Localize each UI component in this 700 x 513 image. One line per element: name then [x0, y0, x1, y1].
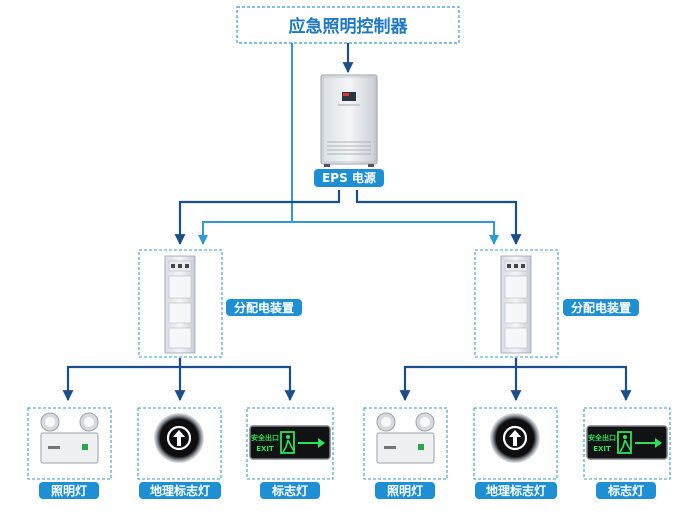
- up-arrow-sign-icon: [490, 413, 540, 463]
- device-exit-sign-right: 安全出口 EXIT: [583, 407, 671, 480]
- distribution-label-left-text: 分配电装置: [234, 300, 294, 315]
- device-label-right-3: 标志灯: [607, 483, 644, 498]
- signal-line-right: [292, 221, 499, 245]
- signal-line-left: [198, 43, 293, 245]
- exit-sign-en-text: EXIT: [256, 445, 274, 453]
- emergency-lamp-icon: [376, 412, 435, 464]
- device-label-right-1: 照明灯: [387, 483, 423, 498]
- eps-label-text: EPS 电源: [322, 170, 376, 185]
- up-arrow-sign-icon: [154, 413, 204, 463]
- device-labels: 照明灯 地理标志灯 标志灯 照明灯 地理标志灯 标志灯: [39, 482, 656, 499]
- device-label-left-3: 标志灯: [271, 483, 308, 498]
- exit-sign-icon: 安全出口 EXIT: [249, 425, 331, 460]
- connection-lines: [62, 43, 632, 402]
- exit-sign-icon: 安全出口 EXIT: [586, 425, 668, 460]
- controller-title: 应急照明控制器: [289, 16, 409, 37]
- distribution-label-right-text: 分配电装置: [571, 300, 631, 315]
- device-geo-sign-left: [137, 407, 222, 480]
- dist-right-to-device-3: [516, 365, 632, 402]
- device-label-left-1: 照明灯: [51, 483, 87, 498]
- dist-left-to-device-1: [62, 358, 182, 402]
- emergency-lamp-icon: [40, 412, 99, 464]
- eps-to-dist-right-line: [355, 190, 522, 246]
- exit-sign-cn-text: 安全出口: [588, 433, 616, 442]
- device-exit-sign-left: 安全出口 EXIT: [246, 407, 334, 480]
- eps-label: EPS 电源: [314, 169, 384, 187]
- dist-left-to-device-3: [180, 365, 296, 402]
- eps-to-dist-left-line: [174, 190, 341, 246]
- exit-sign-cn-text: 安全出口: [251, 433, 279, 442]
- device-label-left-2: 地理标志灯: [150, 483, 210, 498]
- dist-right-to-device-1: [399, 358, 518, 402]
- device-lighting-lamp-left: [27, 407, 112, 480]
- device-label-right-2: 地理标志灯: [486, 483, 546, 498]
- eps-cabinet: [320, 74, 378, 167]
- device-geo-sign-right: [473, 407, 558, 480]
- distribution-label-left: 分配电装置: [226, 299, 302, 316]
- distribution-cabinet-right: [474, 249, 559, 358]
- device-lighting-lamp-right: [363, 407, 448, 480]
- distribution-label-right: 分配电装置: [563, 299, 639, 316]
- exit-sign-en-text: EXIT: [593, 445, 611, 453]
- distribution-cabinet-left: [138, 249, 223, 358]
- controller-box: 应急照明控制器: [236, 6, 460, 44]
